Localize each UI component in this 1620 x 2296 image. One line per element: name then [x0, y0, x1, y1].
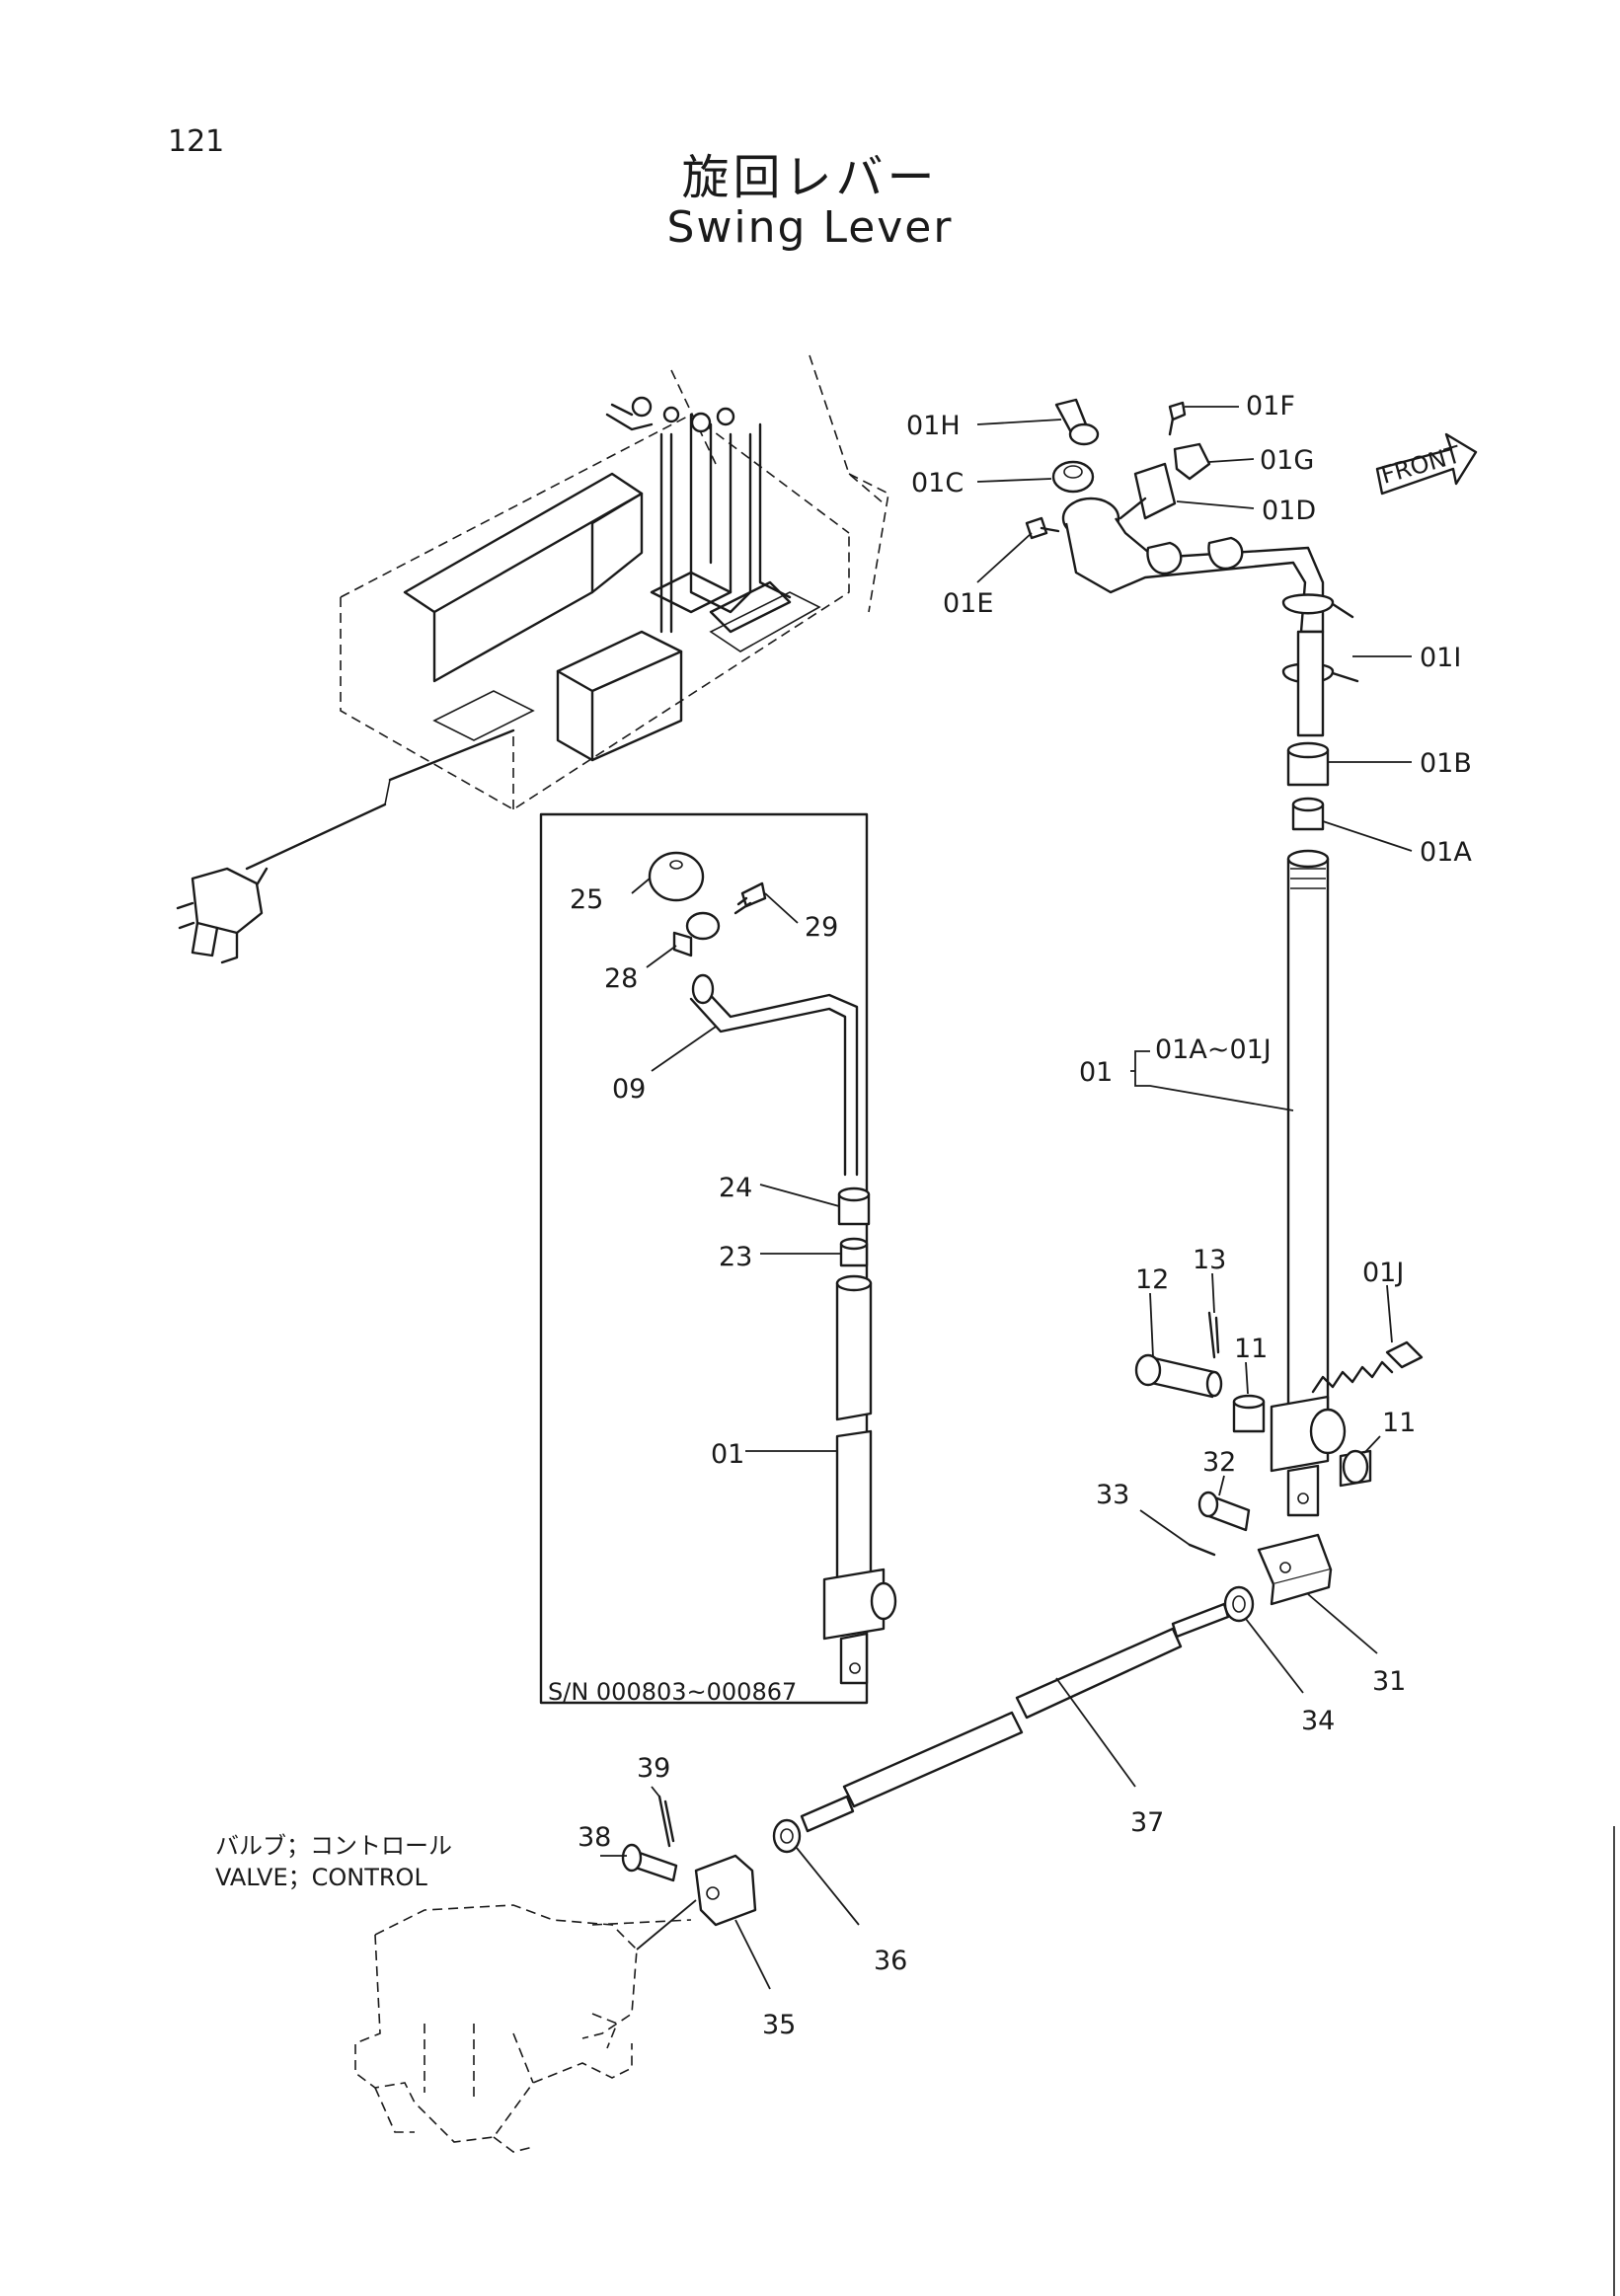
inset-part-24-nut: [837, 1186, 871, 1226]
label-01J: 01J: [1362, 1258, 1404, 1288]
inset-part-23-bushing: [839, 1237, 869, 1267]
inset-part-09-pipe: [689, 973, 859, 1177]
label-31: 31: [1372, 1666, 1406, 1697]
part-37-rod: [800, 1602, 1230, 1833]
part-11a-bushing: [1232, 1394, 1266, 1433]
label-01C: 01C: [911, 468, 964, 498]
part-01J-spring: [1311, 1340, 1424, 1394]
valve-label-japanese: バルブ；コントロール: [215, 1832, 452, 1860]
label-37: 37: [1130, 1807, 1164, 1838]
part-01A-bushing: [1291, 797, 1325, 831]
label-36: 36: [874, 1946, 907, 1976]
label-inset-01: 01: [711, 1439, 744, 1470]
inset-part-01-lever: [822, 1274, 897, 1685]
label-01E: 01E: [943, 588, 993, 619]
label-01A-01J-range: 01A~01J: [1155, 1034, 1272, 1065]
part-36-nut: [772, 1818, 802, 1854]
inset-part-28-clamp: [672, 911, 721, 957]
label-inset-29: 29: [805, 912, 838, 943]
label-12: 12: [1135, 1264, 1169, 1295]
part-01D-bracket: [1119, 462, 1177, 520]
part-33-cotter-pin: [1188, 1543, 1216, 1557]
label-01G: 01G: [1260, 445, 1314, 476]
part-01C-nut: [1051, 460, 1095, 494]
part-01-lever-rod: [1270, 849, 1347, 1517]
title-english: Swing Lever: [666, 202, 954, 253]
valve-assembly-drawing: [176, 867, 269, 964]
part-12-pin: [1134, 1353, 1223, 1399]
label-34: 34: [1301, 1706, 1335, 1736]
control-valve-drawing: [354, 1899, 697, 2153]
label-01I: 01I: [1420, 643, 1461, 673]
title-japanese: 旋回レバー: [681, 150, 939, 205]
part-31-clevis: [1257, 1533, 1333, 1606]
valve-label-english: VALVE；CONTROL: [215, 1864, 427, 1891]
part-34-nut: [1223, 1585, 1255, 1623]
label-inset-09: 09: [612, 1074, 646, 1105]
inset-part-29-screw: [733, 881, 767, 915]
label-01D: 01D: [1262, 496, 1316, 526]
label-39: 39: [637, 1753, 670, 1784]
label-32: 32: [1202, 1447, 1236, 1478]
label-38: 38: [578, 1822, 611, 1853]
part-01G-clip: [1173, 442, 1211, 481]
part-01H-fitting: [1054, 398, 1100, 446]
part-01B-nut: [1286, 741, 1330, 787]
part-38-pin: [621, 1843, 678, 1882]
part-32-pin: [1197, 1491, 1251, 1532]
part-13-cotter-pin: [1207, 1311, 1220, 1359]
part-01F-screw: [1168, 401, 1187, 436]
label-33: 33: [1096, 1480, 1129, 1510]
label-13: 13: [1193, 1245, 1226, 1275]
label-inset-23: 23: [719, 1242, 752, 1272]
label-inset-25: 25: [570, 884, 603, 915]
part-39-cotter-pin: [657, 1795, 675, 1848]
label-inset-28: 28: [604, 963, 638, 994]
part-11b-bushing: [1339, 1449, 1372, 1488]
label-01: 01: [1079, 1057, 1113, 1088]
cab-overview-drawing: [245, 354, 889, 871]
front-arrow-label: FRONT: [1378, 440, 1464, 490]
label-35: 35: [762, 2010, 796, 2040]
label-inset-24: 24: [719, 1173, 752, 1203]
label-01B: 01B: [1420, 748, 1472, 779]
serial-range-label: S/N 000803~000867: [548, 1678, 797, 1706]
page-number: 121: [168, 124, 225, 159]
front-direction-arrow: FRONT: [1375, 432, 1478, 496]
label-01F: 01F: [1246, 391, 1295, 421]
label-11-upper: 11: [1234, 1334, 1268, 1364]
serial-variant-inset-frame: [539, 812, 869, 1705]
part-01-head-and-pipe: [1061, 497, 1359, 737]
label-01A: 01A: [1420, 837, 1472, 868]
label-11-lower: 11: [1382, 1408, 1416, 1438]
part-01E-screw: [1025, 516, 1060, 540]
inset-part-25-knob: [648, 851, 705, 902]
part-35-clevis: [694, 1854, 757, 1927]
label-01H: 01H: [906, 411, 961, 441]
